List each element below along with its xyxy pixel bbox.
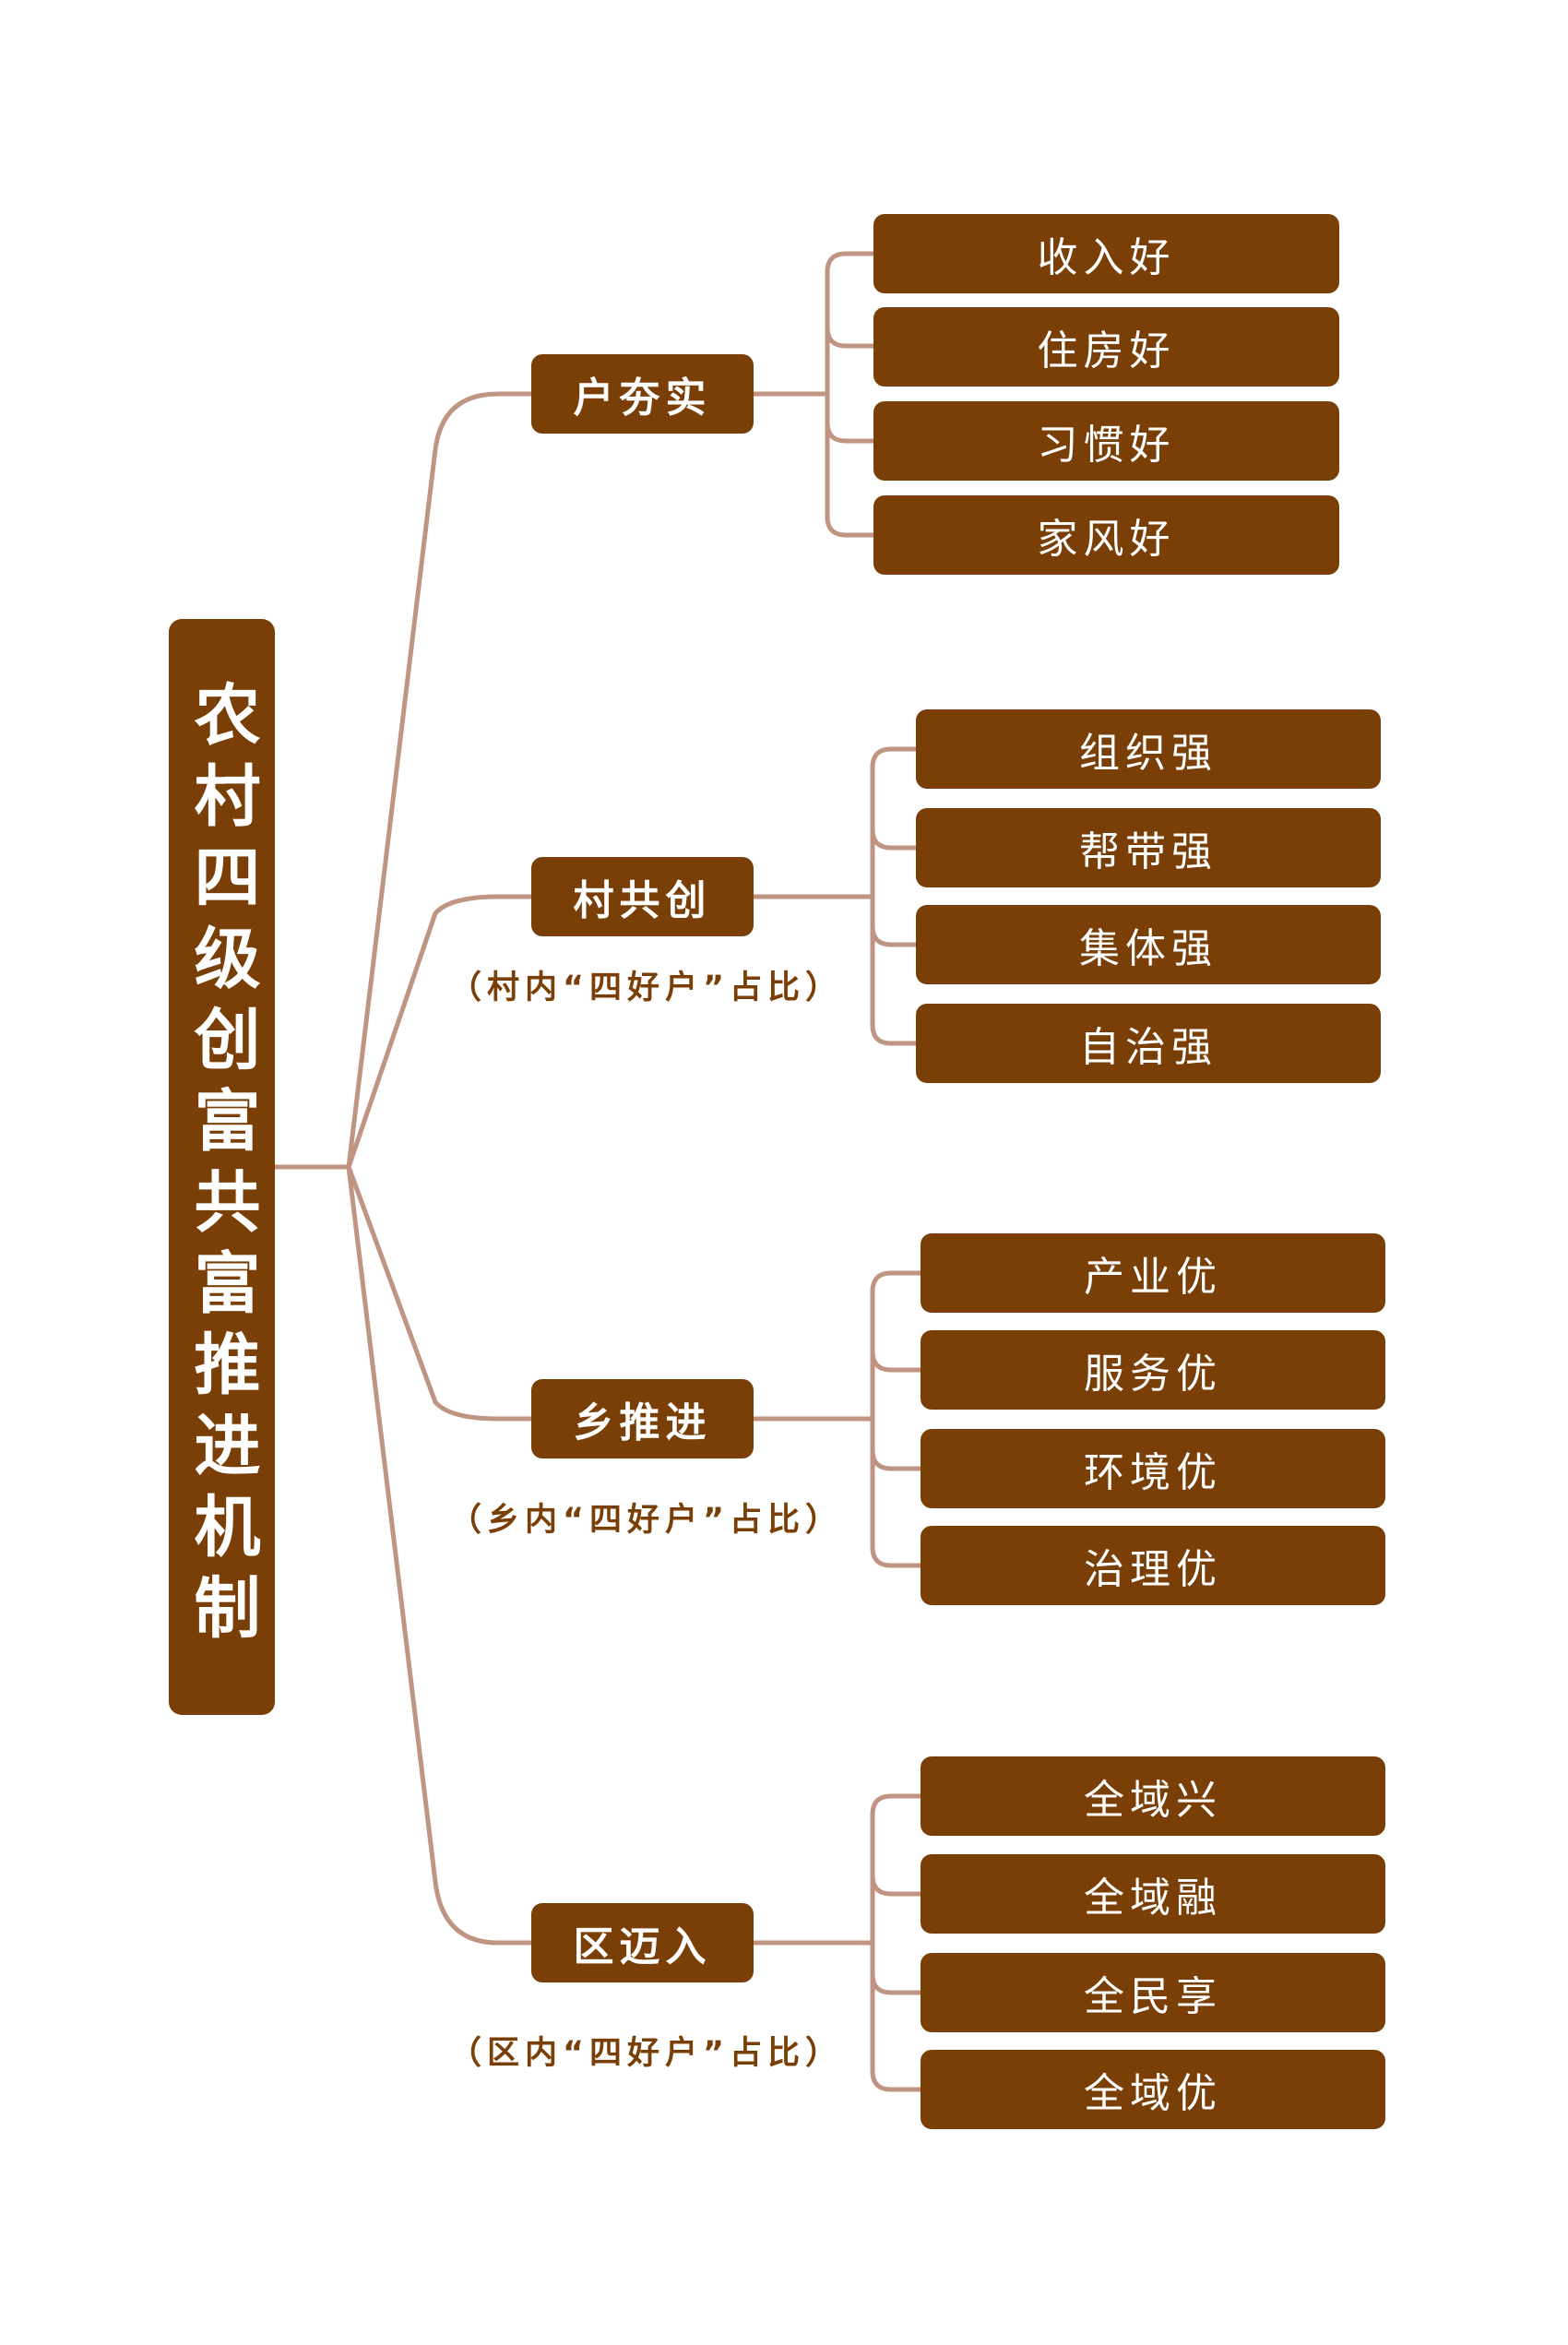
branch-note-district: （区内“四好户”占比） xyxy=(449,2035,844,2072)
leaf-node: 住房好 xyxy=(873,307,1339,387)
branch-connector-4 xyxy=(346,1166,531,1946)
branch-connector-2 xyxy=(346,894,531,1168)
leaf-node: 习惯好 xyxy=(873,401,1339,481)
leaf-node: 帮带强 xyxy=(916,808,1381,887)
leaf-node: 全域兴 xyxy=(921,1756,1385,1836)
leaf-node: 集体强 xyxy=(916,905,1381,984)
branch-connector-3 xyxy=(346,1166,531,1422)
branch-connector-1 xyxy=(346,391,531,1168)
leaf-node: 收入好 xyxy=(873,214,1339,293)
leaf-node: 全域优 xyxy=(921,2050,1385,2129)
leaf-node: 治理优 xyxy=(921,1526,1385,1605)
branch-node-township: 乡推进 xyxy=(531,1379,754,1458)
bracket-3 xyxy=(754,1270,921,1568)
branch-note-township: （乡内“四好户”占比） xyxy=(449,1502,844,1539)
root-node: 农村四级创富共富推进机制 xyxy=(169,619,275,1715)
leaf-node: 自治强 xyxy=(916,1004,1381,1083)
leaf-node: 全域融 xyxy=(921,1854,1385,1934)
leaf-node: 环境优 xyxy=(921,1429,1385,1508)
leaf-node: 服务优 xyxy=(921,1330,1385,1410)
bracket-4 xyxy=(754,1793,921,2092)
branch-node-district: 区迈入 xyxy=(531,1903,754,1982)
root-title: 农村四级创富共富推进机制 xyxy=(183,680,260,1654)
leaf-node: 全民享 xyxy=(921,1953,1385,2032)
branch-node-village: 村共创 xyxy=(531,857,754,936)
leaf-node: 组织强 xyxy=(916,709,1381,789)
branch-note-village: （村内“四好户”占比） xyxy=(449,970,844,1006)
leaf-node: 产业优 xyxy=(921,1233,1385,1313)
bracket-1 xyxy=(754,251,873,538)
branch-node-household: 户夯实 xyxy=(531,354,754,434)
bracket-2 xyxy=(754,746,916,1046)
leaf-node: 家风好 xyxy=(873,495,1339,575)
